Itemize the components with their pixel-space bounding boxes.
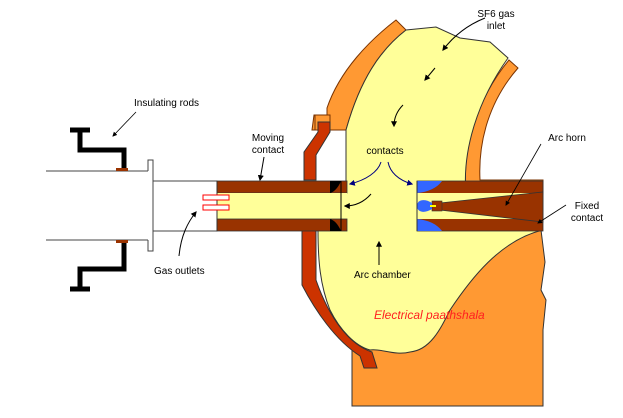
moving-contact — [216, 180, 348, 232]
insulating-rod-bottom — [70, 240, 128, 292]
label-fixed-contact-line2: contact — [571, 213, 603, 224]
leader-lines — [112, 17, 567, 265]
fixed-contact — [416, 180, 544, 232]
label-fixed-contact-line1: Fixed — [575, 201, 599, 212]
label-sf6-inlet-line2: inlet — [487, 21, 506, 32]
label-arc-horn: Arc horn — [548, 133, 586, 144]
gas-outlets — [202, 194, 230, 211]
label-moving-contact-line2: contact — [252, 145, 284, 156]
label-moving-contact-line1: Moving — [252, 133, 284, 144]
support-arm — [301, 121, 378, 369]
label-insulating-rods: Insulating rods — [134, 98, 199, 109]
label-gas-outlets: Gas outlets — [154, 266, 205, 277]
arc-horn-nozzle — [417, 200, 432, 212]
label-sf6-inlet-line1: SF6 gas — [477, 9, 514, 20]
flow-arrows — [340, 67, 436, 231]
left-cylinder — [46, 159, 218, 252]
gas-flow-arrows — [348, 161, 414, 186]
label-arc-chamber: Arc chamber — [354, 270, 411, 281]
label-contacts: contacts — [366, 146, 403, 157]
watermark: Electrical paathshala — [374, 308, 485, 322]
insulating-rod-top — [70, 127, 128, 171]
